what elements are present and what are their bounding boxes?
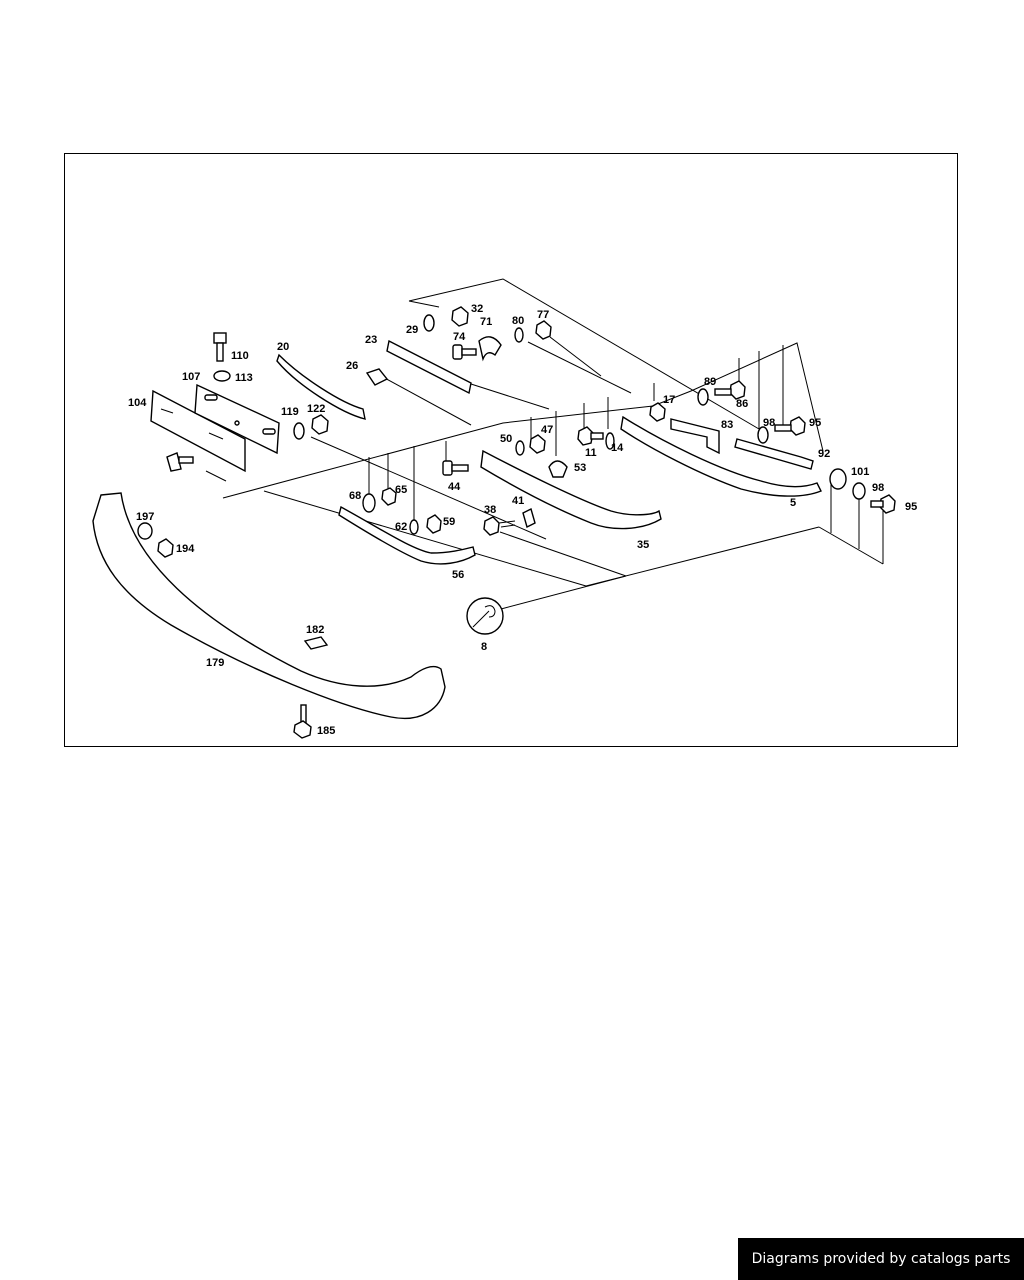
label-53: 53 (574, 462, 586, 474)
part-98-washer-upper (757, 426, 769, 444)
label-182: 182 (306, 624, 324, 636)
label-107: 107 (182, 371, 200, 383)
part-179-bumper-cover (92, 492, 446, 719)
label-77: 77 (537, 309, 549, 321)
label-50: 50 (500, 433, 512, 445)
diagram-credit-text: Diagrams provided by catalogs parts (751, 1251, 1011, 1267)
part-77-nut (535, 320, 552, 340)
part-101-washer (829, 468, 847, 490)
part-23-bracket (386, 339, 472, 395)
label-104: 104 (128, 397, 147, 409)
part-65-nut (381, 487, 397, 506)
label-101: 101 (851, 466, 869, 478)
part-68-washer (362, 493, 376, 513)
label-5: 5 (790, 497, 796, 509)
part-47-nut (529, 434, 546, 454)
part-74-bolt (452, 344, 477, 360)
part-38-screw (483, 516, 516, 536)
label-80: 80 (512, 315, 524, 327)
label-65: 65 (395, 484, 407, 496)
label-62: 62 (395, 521, 407, 533)
wrench-icon (466, 597, 504, 635)
part-53-clip (548, 460, 568, 478)
part-95-bolt-upper (774, 416, 806, 436)
part-110-bolt (213, 332, 227, 362)
label-38: 38 (484, 504, 496, 516)
part-197-washer (137, 522, 153, 540)
parts-diagram-frame: 5 8 11 14 17 20 23 26 29 32 35 38 41 44 … (64, 153, 958, 747)
part-80-spacer (514, 327, 524, 343)
label-44: 44 (448, 481, 461, 493)
part-26-clip (365, 368, 389, 386)
part-59-nut (426, 514, 442, 534)
label-11: 11 (585, 447, 597, 459)
diagram-credit-badge: Diagrams provided by catalogs parts (738, 1238, 1024, 1280)
part-50-spacer (515, 440, 525, 456)
part-86-bolt (714, 380, 746, 400)
label-8: 8 (481, 641, 487, 653)
label-113: 113 (235, 372, 253, 384)
part-56-trim (338, 505, 476, 565)
label-95-lower: 95 (905, 501, 917, 513)
label-194: 194 (176, 543, 195, 555)
label-98-lower: 98 (872, 482, 884, 494)
part-92-strip (734, 438, 814, 470)
part-44-bolt (442, 460, 469, 476)
label-89: 89 (704, 376, 716, 388)
label-35: 35 (637, 539, 649, 551)
label-92: 92 (818, 448, 830, 460)
label-29: 29 (406, 324, 418, 336)
label-95-upper: 95 (809, 417, 821, 429)
label-185: 185 (317, 725, 335, 737)
part-89-washer (697, 388, 709, 406)
part-122-nut (311, 414, 329, 435)
label-86: 86 (736, 398, 748, 410)
part-182-clip (303, 636, 329, 650)
part-29-washer (423, 314, 435, 332)
label-59: 59 (443, 516, 455, 528)
label-71: 71 (480, 316, 492, 328)
part-20-trim-strip (276, 353, 366, 420)
part-119-washer (293, 422, 305, 440)
part-71-clip (478, 336, 502, 362)
part-62-spacer (409, 519, 419, 535)
label-56: 56 (452, 569, 464, 581)
part-113-washer (213, 370, 231, 382)
label-20: 20 (277, 341, 289, 353)
callout-labels: 5 8 11 14 17 20 23 26 29 32 35 38 41 44 … (128, 303, 917, 737)
label-14: 14 (611, 442, 624, 454)
label-26: 26 (346, 360, 358, 372)
label-68: 68 (349, 490, 361, 502)
part-98-washer-lower (852, 482, 866, 500)
part-41-clip (522, 507, 536, 529)
part-185-screw (293, 704, 312, 739)
part-17-nut (649, 402, 666, 422)
label-119: 119 (281, 406, 299, 418)
part-11-bolt (577, 426, 604, 446)
exploded-parts-diagram: 5 8 11 14 17 20 23 26 29 32 35 38 41 44 … (92, 278, 917, 739)
label-98-upper: 98 (763, 417, 775, 429)
label-110: 110 (231, 350, 249, 362)
label-83: 83 (721, 419, 733, 431)
part-5-trim (620, 415, 822, 497)
part-83-bracket (670, 418, 720, 455)
part-107-plate-holder (194, 383, 280, 455)
part-14-spacer (605, 432, 615, 450)
label-47: 47 (541, 424, 553, 436)
part-32-nut (451, 306, 469, 327)
part-35-trim (480, 449, 662, 530)
part-194-nut (157, 538, 174, 558)
label-74: 74 (453, 331, 466, 343)
label-41: 41 (512, 495, 524, 507)
part-95-bolt-lower (870, 494, 896, 514)
label-197: 197 (136, 511, 154, 523)
label-122: 122 (307, 403, 325, 415)
label-32: 32 (471, 303, 483, 315)
label-179: 179 (206, 657, 224, 669)
part-screw-lower-left (166, 452, 194, 472)
label-17: 17 (663, 394, 675, 406)
label-23: 23 (365, 334, 377, 346)
